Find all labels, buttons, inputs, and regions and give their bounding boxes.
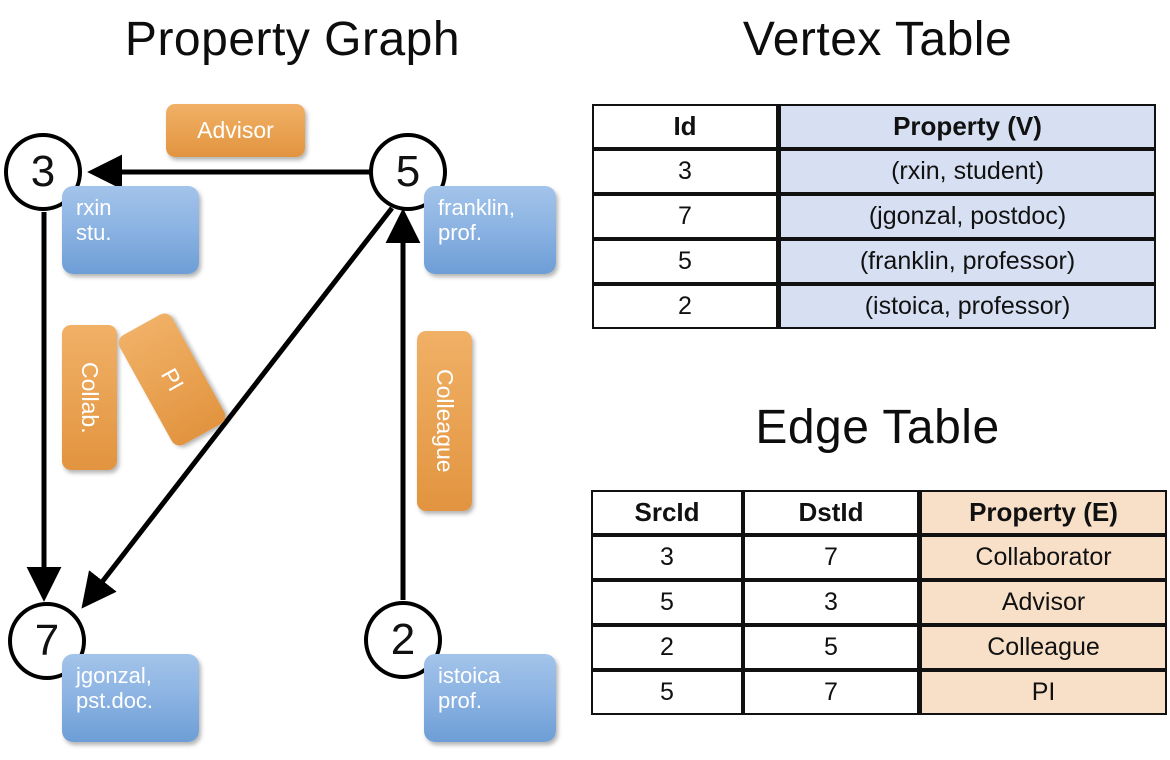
edge-cell-dstid: 5	[743, 625, 919, 670]
edge-cell-dstid: 7	[743, 535, 919, 580]
edge-label-collab: Collab.	[62, 325, 117, 470]
edge-cell-dstid: 3	[743, 580, 919, 625]
node-property-box-2: istoica prof.	[424, 654, 556, 742]
edge-table-header-row: SrcId DstId Property (E)	[591, 490, 1167, 535]
table-row: 7 (jgonzal, postdoc)	[592, 194, 1156, 239]
table-row: 2 5 Colleague	[591, 625, 1167, 670]
page-title-property-graph: Property Graph	[124, 13, 461, 66]
vertex-cell-id: 3	[592, 149, 778, 194]
table-row: 5 (franklin, professor)	[592, 239, 1156, 284]
vertex-table-header-property: Property (V)	[778, 104, 1156, 149]
edge-table-header-dstid: DstId	[743, 490, 919, 535]
edge-cell-srcid: 5	[591, 670, 743, 715]
table-row: 5 3 Advisor	[591, 580, 1167, 625]
node-property-box-7: jgonzal, pst.doc.	[62, 654, 199, 742]
page-title-edge-table: Edge Table	[755, 401, 1000, 454]
edge-cell-property: Colleague	[919, 625, 1167, 670]
vertex-cell-property: (jgonzal, postdoc)	[778, 194, 1156, 239]
edge-label-colleague: Colleague	[417, 331, 472, 511]
vertex-cell-id: 5	[592, 239, 778, 284]
edge-cell-property: Collaborator	[919, 535, 1167, 580]
property-graph-diagram: 3 5 7 2 rxin stu. franklin, prof. jgonza…	[4, 104, 556, 742]
edge-table: SrcId DstId Property (E) 3 7 Collaborato…	[591, 490, 1167, 715]
page-title-vertex-table: Vertex Table	[742, 13, 1013, 66]
edge-cell-dstid: 7	[743, 670, 919, 715]
node-property-box-3: rxin stu.	[62, 186, 199, 274]
vertex-cell-property: (rxin, student)	[778, 149, 1156, 194]
vertex-cell-id: 2	[592, 284, 778, 329]
vertex-cell-property: (franklin, professor)	[778, 239, 1156, 284]
table-row: 5 7 PI	[591, 670, 1167, 715]
vertex-cell-id: 7	[592, 194, 778, 239]
graph-node-2[interactable]: 2	[364, 601, 442, 679]
edge-cell-srcid: 5	[591, 580, 743, 625]
vertex-table: Id Property (V) 3 (rxin, student) 7 (jgo…	[592, 104, 1156, 329]
vertex-table-header-row: Id Property (V)	[592, 104, 1156, 149]
edge-cell-property: PI	[919, 670, 1167, 715]
vertex-cell-property: (istoica, professor)	[778, 284, 1156, 329]
node-property-box-5: franklin, prof.	[424, 186, 556, 274]
edge-table-header-property: Property (E)	[919, 490, 1167, 535]
graph-edges-layer	[26, 154, 421, 609]
edge-cell-srcid: 3	[591, 535, 743, 580]
edge-cell-srcid: 2	[591, 625, 743, 670]
table-row: 3 (rxin, student)	[592, 149, 1156, 194]
edge-table-header-srcid: SrcId	[591, 490, 743, 535]
edge-cell-property: Advisor	[919, 580, 1167, 625]
table-row: 3 7 Collaborator	[591, 535, 1167, 580]
edge-label-advisor: Advisor	[166, 104, 305, 157]
edge-5-to-7	[81, 206, 394, 609]
vertex-table-header-id: Id	[592, 104, 778, 149]
table-row: 2 (istoica, professor)	[592, 284, 1156, 329]
